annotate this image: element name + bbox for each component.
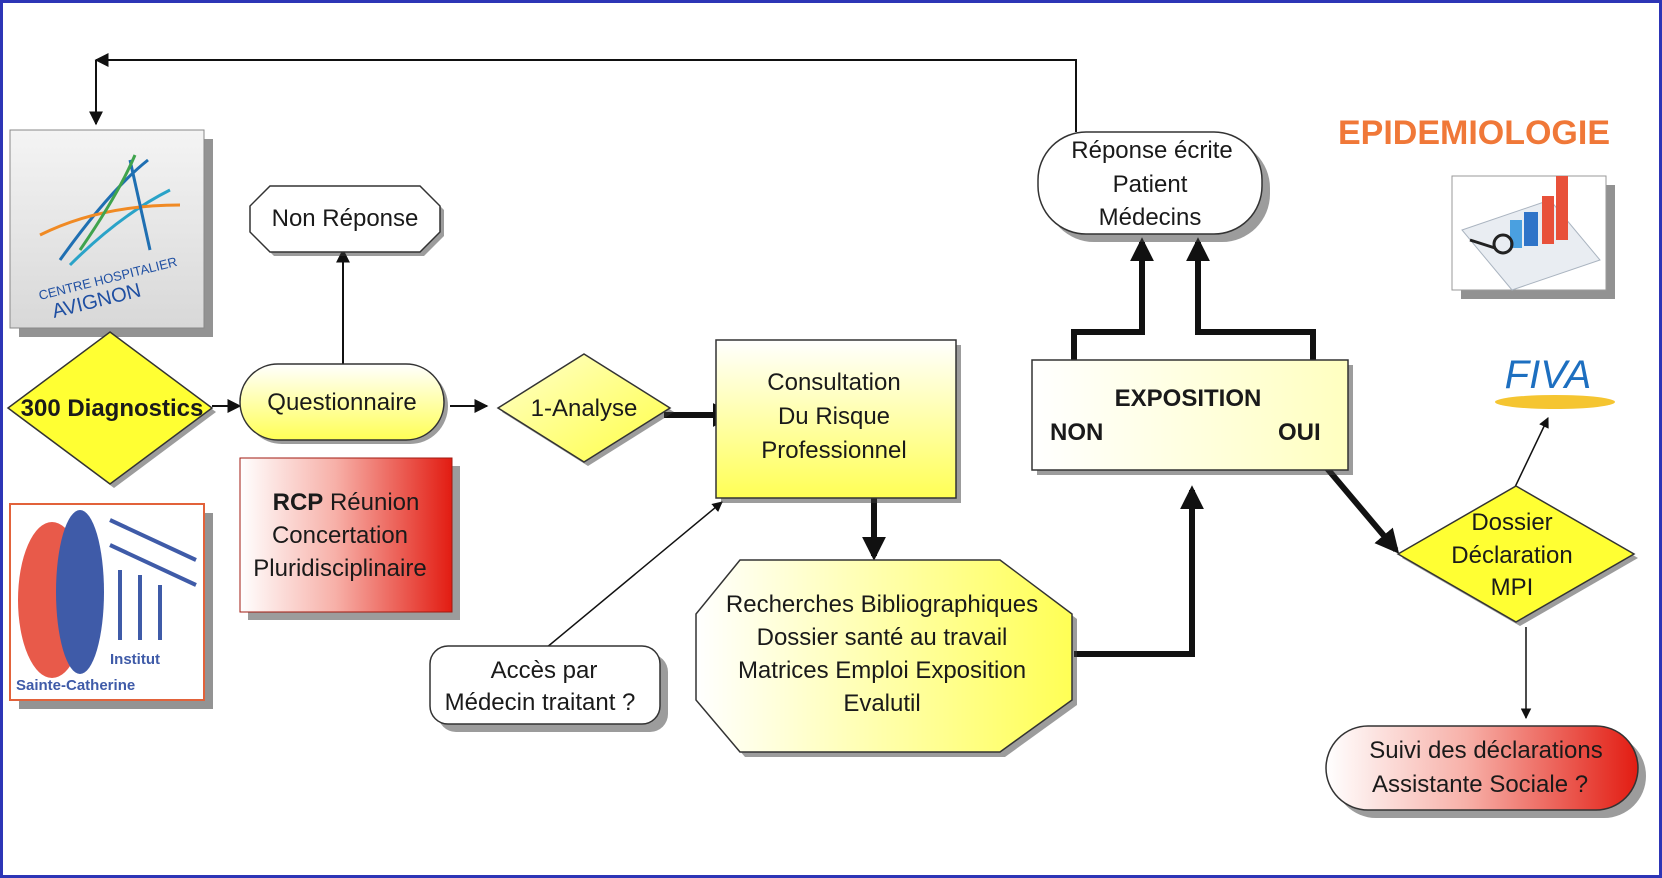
recherches-label-line4: Evalutil: [843, 690, 920, 717]
analyse-label: 1-Analyse: [531, 395, 638, 422]
reponse-label-line3: Médecins: [1099, 204, 1202, 231]
institut-logo-line2: Sainte-Catherine: [16, 677, 135, 694]
consultation-label-line1: Consultation: [767, 369, 900, 396]
fiva-logo: FIVA: [1495, 353, 1615, 409]
recherches-label-line1: Recherches Bibliographiques: [726, 591, 1038, 618]
rcp-label-line2: Concertation: [272, 522, 408, 549]
dossier-label-line1: Dossier: [1471, 509, 1552, 536]
suivi-node: Suivi des déclarations Assistante Social…: [1325, 725, 1646, 818]
epidemiologie-heading: EPIDEMIOLOGIE: [1338, 114, 1610, 152]
recherches-to-exposition-arrow: [1074, 485, 1204, 657]
exposition-non: NON: [1050, 419, 1103, 446]
exposition-node: EXPOSITION NON OUI: [1031, 359, 1353, 475]
acces-label-line2: Médecin traitant ?: [445, 689, 636, 716]
non-reponse-label: Non Réponse: [272, 205, 419, 232]
institut-logo: Institut Sainte-Catherine: [9, 503, 213, 709]
questionnaire-label: Questionnaire: [267, 389, 416, 416]
diagnostics-label: 300 Diagnostics: [21, 395, 204, 422]
institut-logo-line1: Institut: [110, 651, 160, 668]
avignon-logo: CENTRE HOSPITALIER AVIGNON: [9, 129, 213, 337]
svg-text:RCP Réunion: RCP Réunion: [273, 489, 420, 516]
suivi-label-line2: Assistante Sociale ?: [1372, 771, 1588, 798]
consultation-label-line3: Professionnel: [761, 437, 906, 464]
reponse-node: Réponse écrite Patient Médecins: [1037, 131, 1270, 242]
analyse-node: 1-Analyse: [496, 353, 674, 466]
questionnaire-node: Questionnaire: [239, 363, 448, 444]
diagnostics-node: 300 Diagnostics: [6, 331, 216, 488]
recherches-label-line2: Dossier santé au travail: [757, 624, 1008, 651]
consultation-label-line2: Du Risque: [778, 403, 890, 430]
feedback-loop-line: [94, 53, 1077, 132]
consultation-node: Consultation Du Risque Professionnel: [715, 339, 961, 503]
dossier-label-line3: MPI: [1491, 574, 1534, 601]
dossier-label-line2: Déclaration: [1451, 542, 1572, 569]
dossier-node: Dossier Déclaration MPI: [1396, 485, 1638, 626]
recherches-label-line3: Matrices Emploi Exposition: [738, 657, 1026, 684]
rcp-node: RCP Réunion Concertation Pluridisciplina…: [239, 457, 460, 620]
exposition-title: EXPOSITION: [1115, 385, 1262, 412]
reponse-label-line1: Réponse écrite: [1071, 137, 1232, 164]
exposition-oui: OUI: [1278, 419, 1321, 446]
rcp-label-rest: Réunion: [323, 489, 419, 516]
non-reponse-node: Non Réponse: [249, 185, 444, 256]
fiva-logo-text: FIVA: [1505, 353, 1592, 397]
acces-node: Accès par Médecin traitant ?: [429, 645, 668, 732]
recherches-node: Recherches Bibliographiques Dossier sant…: [695, 559, 1077, 757]
reponse-label-line2: Patient: [1113, 171, 1188, 198]
rcp-label-line3: Pluridisciplinaire: [253, 555, 426, 582]
rcp-label-bold: RCP: [273, 489, 324, 516]
bar-chart-magnifier-icon: [1451, 175, 1615, 299]
acces-label-line1: Accès par: [491, 657, 598, 684]
suivi-label-line1: Suivi des déclarations: [1369, 737, 1602, 764]
acces-to-consultation-arrow: [545, 501, 723, 649]
